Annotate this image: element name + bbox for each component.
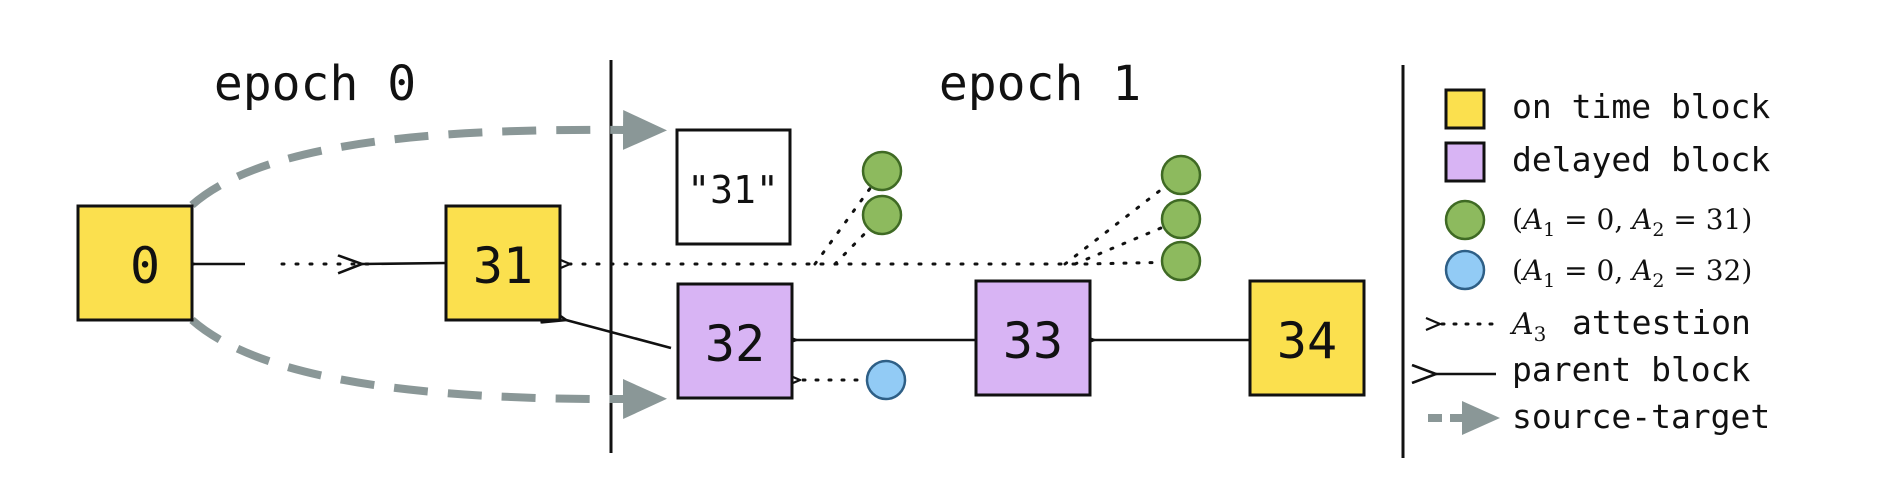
legend-green-vote-label: (A1 = 0, A2 = 31) [1512, 203, 1752, 241]
block-31-ghost-label: "31" [687, 168, 779, 212]
legend-delayed-label: delayed block [1512, 140, 1770, 179]
legend-on-time: on time block [1444, 87, 1770, 130]
green-vote-circle [1160, 154, 1202, 196]
block-31: 31 [444, 204, 562, 322]
block-32: 32 [676, 282, 794, 400]
green-vote-group-left [861, 150, 903, 236]
legend-source-target: source-target [1428, 397, 1770, 436]
green-vote-circle [861, 150, 903, 192]
block-34-label: 34 [1277, 312, 1337, 370]
legend-blue-vote: (A1 = 0, A2 = 32) [1444, 249, 1752, 292]
legend-attestation-symbol: A3 [1509, 307, 1546, 346]
block-32-label: 32 [705, 315, 765, 373]
parent-arrow-32-to-31 [566, 320, 672, 350]
green-vote-circle [1160, 240, 1202, 282]
legend-parent: parent block [1436, 350, 1751, 389]
parent-arrow-31-to-0-tail [362, 263, 447, 264]
legend-source-target-label: source-target [1512, 397, 1770, 436]
epoch-0-label: epoch 0 [214, 56, 416, 112]
blue-vote-circle [865, 359, 907, 401]
block-0: 0 [76, 204, 194, 322]
green-vote-group-right [1160, 154, 1202, 282]
legend-attestation: A3 attestion [1440, 303, 1751, 346]
legend-blue-vote-label: (A1 = 0, A2 = 32) [1512, 254, 1752, 292]
block-0-label: 0 [130, 237, 160, 295]
block-33: 33 [974, 279, 1092, 397]
legend-delayed: delayed block [1444, 140, 1770, 183]
green-vote-circle [861, 194, 903, 236]
legend-green-vote: (A1 = 0, A2 = 31) [1444, 199, 1752, 241]
block-31-ghost: "31" [675, 128, 792, 246]
legend-parent-label: parent block [1512, 350, 1751, 389]
source-target-arrow-lower [189, 316, 667, 420]
block-33-label: 33 [1003, 312, 1063, 370]
green-vote-circle [1160, 198, 1202, 240]
block-34: 34 [1248, 279, 1366, 397]
legend-attestation-label: attestion [1572, 303, 1751, 342]
block-31-label: 31 [473, 237, 533, 295]
legend-on-time-label: on time block [1512, 87, 1770, 126]
epoch-1-label: epoch 1 [939, 56, 1141, 112]
legend: on time block delayed block (A1 = 0, A2 … [1428, 87, 1770, 436]
source-target-arrow-upper [189, 109, 667, 209]
